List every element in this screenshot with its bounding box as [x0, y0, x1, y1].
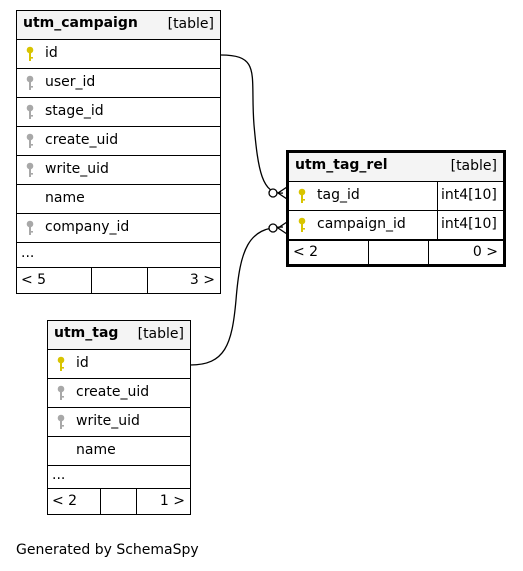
- foreign-key-icon: [57, 385, 65, 400]
- edge-campaign-to-rel-crowfoot: [276, 186, 288, 200]
- table-utm-tag[interactable]: utm_tag [table] id create_uid write_uid …: [47, 320, 191, 515]
- column-row[interactable]: write_uid: [48, 408, 190, 437]
- edge-tag-to-rel-crowfoot: [276, 221, 288, 235]
- table-utm-tag-rel[interactable]: utm_tag_rel [table] tag_id int4[10] camp…: [286, 150, 506, 267]
- column-name: create_uid: [45, 132, 119, 148]
- footer-spacer: [369, 241, 429, 264]
- children-count: 1 >: [159, 493, 185, 509]
- children-count: 0 >: [472, 244, 498, 260]
- table-name: utm_campaign: [23, 15, 138, 31]
- column-row[interactable]: company_id: [17, 214, 220, 243]
- foreign-key-icon: [57, 414, 65, 429]
- footer-children[interactable]: 1 >: [137, 489, 190, 514]
- more-columns-ellipsis: ...: [52, 467, 66, 483]
- footer-spacer: [101, 489, 137, 514]
- parents-count: < 2: [293, 244, 319, 260]
- column-name: id: [45, 45, 58, 61]
- column-row[interactable]: create_uid: [17, 127, 220, 156]
- table-header: utm_tag_rel [table]: [289, 153, 503, 182]
- table-type: [table]: [167, 16, 214, 32]
- foreign-key-icon: [26, 104, 34, 119]
- column-datatype: int4[10]: [437, 182, 503, 210]
- column-name: stage_id: [45, 103, 104, 119]
- table-type: [table]: [450, 158, 497, 174]
- column-name: name: [76, 442, 116, 458]
- table-name: utm_tag_rel: [295, 157, 388, 173]
- parents-count: < 5: [21, 272, 47, 288]
- footer-parents[interactable]: < 5: [17, 268, 92, 293]
- table-footer: < 5 3 >: [17, 267, 220, 293]
- footer-parents[interactable]: < 2: [48, 489, 101, 514]
- column-row[interactable]: tag_id int4[10]: [289, 182, 503, 211]
- foreign-key-icon: [26, 220, 34, 235]
- edge-tag-to-rel-end: [268, 223, 278, 233]
- column-name: id: [76, 355, 89, 371]
- column-name: name: [45, 190, 85, 206]
- table-footer: < 2 0 >: [289, 240, 503, 264]
- children-count: 3 >: [189, 272, 215, 288]
- column-row[interactable]: stage_id: [17, 98, 220, 127]
- more-columns-ellipsis: ...: [21, 245, 35, 261]
- column-row[interactable]: id: [17, 40, 220, 69]
- generated-by-credit: Generated by SchemaSpy: [16, 542, 199, 558]
- column-row[interactable]: create_uid: [48, 379, 190, 408]
- primary-key-icon: [57, 356, 65, 371]
- primary-key-icon: [298, 217, 306, 232]
- column-row[interactable]: name: [17, 185, 220, 214]
- column-name: tag_id: [317, 187, 360, 203]
- footer-parents[interactable]: < 2: [289, 241, 369, 264]
- column-row[interactable]: id: [48, 350, 190, 379]
- edge-campaign-to-rel: [220, 54, 284, 194]
- column-name: write_uid: [45, 161, 109, 177]
- footer-children[interactable]: 3 >: [148, 268, 220, 293]
- column-row[interactable]: campaign_id int4[10]: [289, 211, 503, 240]
- column-name: write_uid: [76, 413, 140, 429]
- table-footer: < 2 1 >: [48, 488, 190, 514]
- foreign-key-icon: [26, 133, 34, 148]
- column-row[interactable]: name: [48, 437, 190, 466]
- column-datatype: int4[10]: [437, 211, 503, 239]
- edge-campaign-to-rel-end: [268, 188, 278, 198]
- more-columns-row[interactable]: ...: [17, 243, 220, 267]
- table-header: utm_tag [table]: [48, 321, 190, 350]
- foreign-key-icon: [26, 162, 34, 177]
- edge-tag-to-rel: [189, 226, 284, 366]
- table-type: [table]: [137, 326, 184, 342]
- foreign-key-icon: [26, 75, 34, 90]
- primary-key-icon: [26, 46, 34, 61]
- column-row[interactable]: user_id: [17, 69, 220, 98]
- parents-count: < 2: [52, 493, 78, 509]
- table-utm-campaign[interactable]: utm_campaign [table] id user_id stage_id…: [16, 10, 221, 294]
- column-name: campaign_id: [317, 216, 406, 232]
- table-name: utm_tag: [54, 325, 119, 341]
- column-row[interactable]: write_uid: [17, 156, 220, 185]
- table-header: utm_campaign [table]: [17, 11, 220, 40]
- column-name: user_id: [45, 74, 96, 90]
- column-name: create_uid: [76, 384, 150, 400]
- footer-children[interactable]: 0 >: [429, 241, 503, 264]
- more-columns-row[interactable]: ...: [48, 466, 190, 488]
- primary-key-icon: [298, 188, 306, 203]
- column-name: company_id: [45, 219, 130, 235]
- footer-spacer: [92, 268, 148, 293]
